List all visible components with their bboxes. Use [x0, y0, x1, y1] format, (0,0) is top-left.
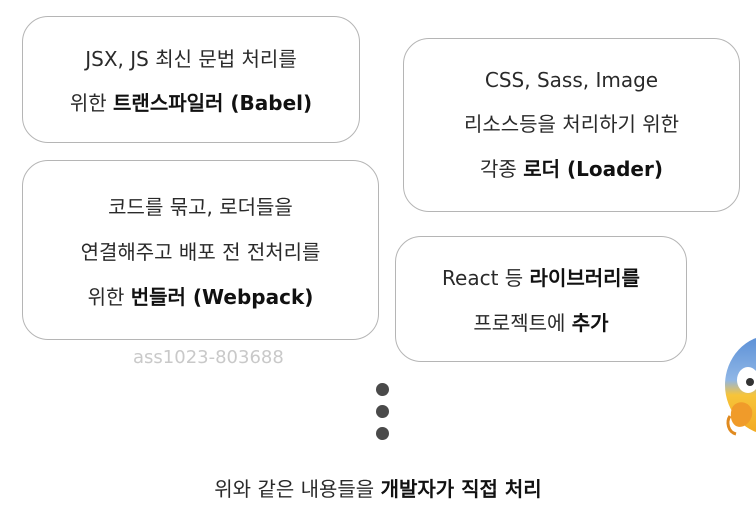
screaming-face-emoji-icon: [725, 338, 756, 436]
webpack-line-3-bold: 번들러 (Webpack): [130, 284, 314, 309]
loader-line-1: CSS, Sass, Image: [484, 68, 659, 92]
webpack-line-1: 코드를 묶고, 로더들을: [108, 194, 293, 219]
webpack-box: 코드를 묶고, 로더들을 연결해주고 배포 전 전처리를 위한 번들러 (Web…: [22, 160, 379, 340]
react-line-1: React 등 라이브러리를: [442, 262, 640, 291]
webpack-line-2: 연결해주고 배포 전 전처리를: [80, 239, 321, 264]
ellipsis-dot: [376, 405, 389, 418]
react-line-1-text: React 등: [442, 266, 530, 290]
loader-box: CSS, Sass, Image 리소스등을 처리하기 위한 각종 로더 (Lo…: [403, 38, 740, 212]
footer-caption: 위와 같은 내용들을 개발자가 직접 처리: [0, 473, 756, 502]
loader-line-3-bold: 로더 (Loader): [523, 157, 663, 181]
loader-line-2: 리소스등을 처리하기 위한: [463, 112, 680, 136]
ellipsis-dot: [376, 427, 389, 440]
loader-line-3: 각종 로더 (Loader): [480, 153, 663, 182]
loader-line-3-text: 각종: [480, 157, 524, 181]
ellipsis-dot: [376, 383, 389, 396]
babel-box: JSX, JS 최신 문법 처리를 위한 트랜스파일러 (Babel): [22, 16, 360, 143]
react-box: React 등 라이브러리를 프로젝트에 추가: [395, 236, 687, 362]
babel-line-1: JSX, JS 최신 문법 처리를: [85, 47, 297, 71]
babel-line-2-bold: 트랜스파일러 (Babel): [113, 91, 313, 115]
webpack-line-3: 위한 번들러 (Webpack): [88, 281, 314, 310]
babel-line-2: 위한 트랜스파일러 (Babel): [70, 87, 312, 116]
react-line-2: 프로젝트에 추가: [473, 307, 608, 336]
react-line-2-bold: 추가: [571, 311, 609, 335]
react-line-1-bold: 라이브러리를: [529, 266, 640, 290]
footer-text: 위와 같은 내용들을: [214, 477, 381, 501]
footer-bold: 개발자가 직접 처리: [380, 477, 542, 501]
watermark-text: ass1023-803688: [133, 347, 284, 368]
react-line-2-text: 프로젝트에: [473, 311, 572, 335]
webpack-line-3-text: 위한: [87, 284, 131, 309]
babel-line-2-text: 위한: [69, 91, 114, 115]
